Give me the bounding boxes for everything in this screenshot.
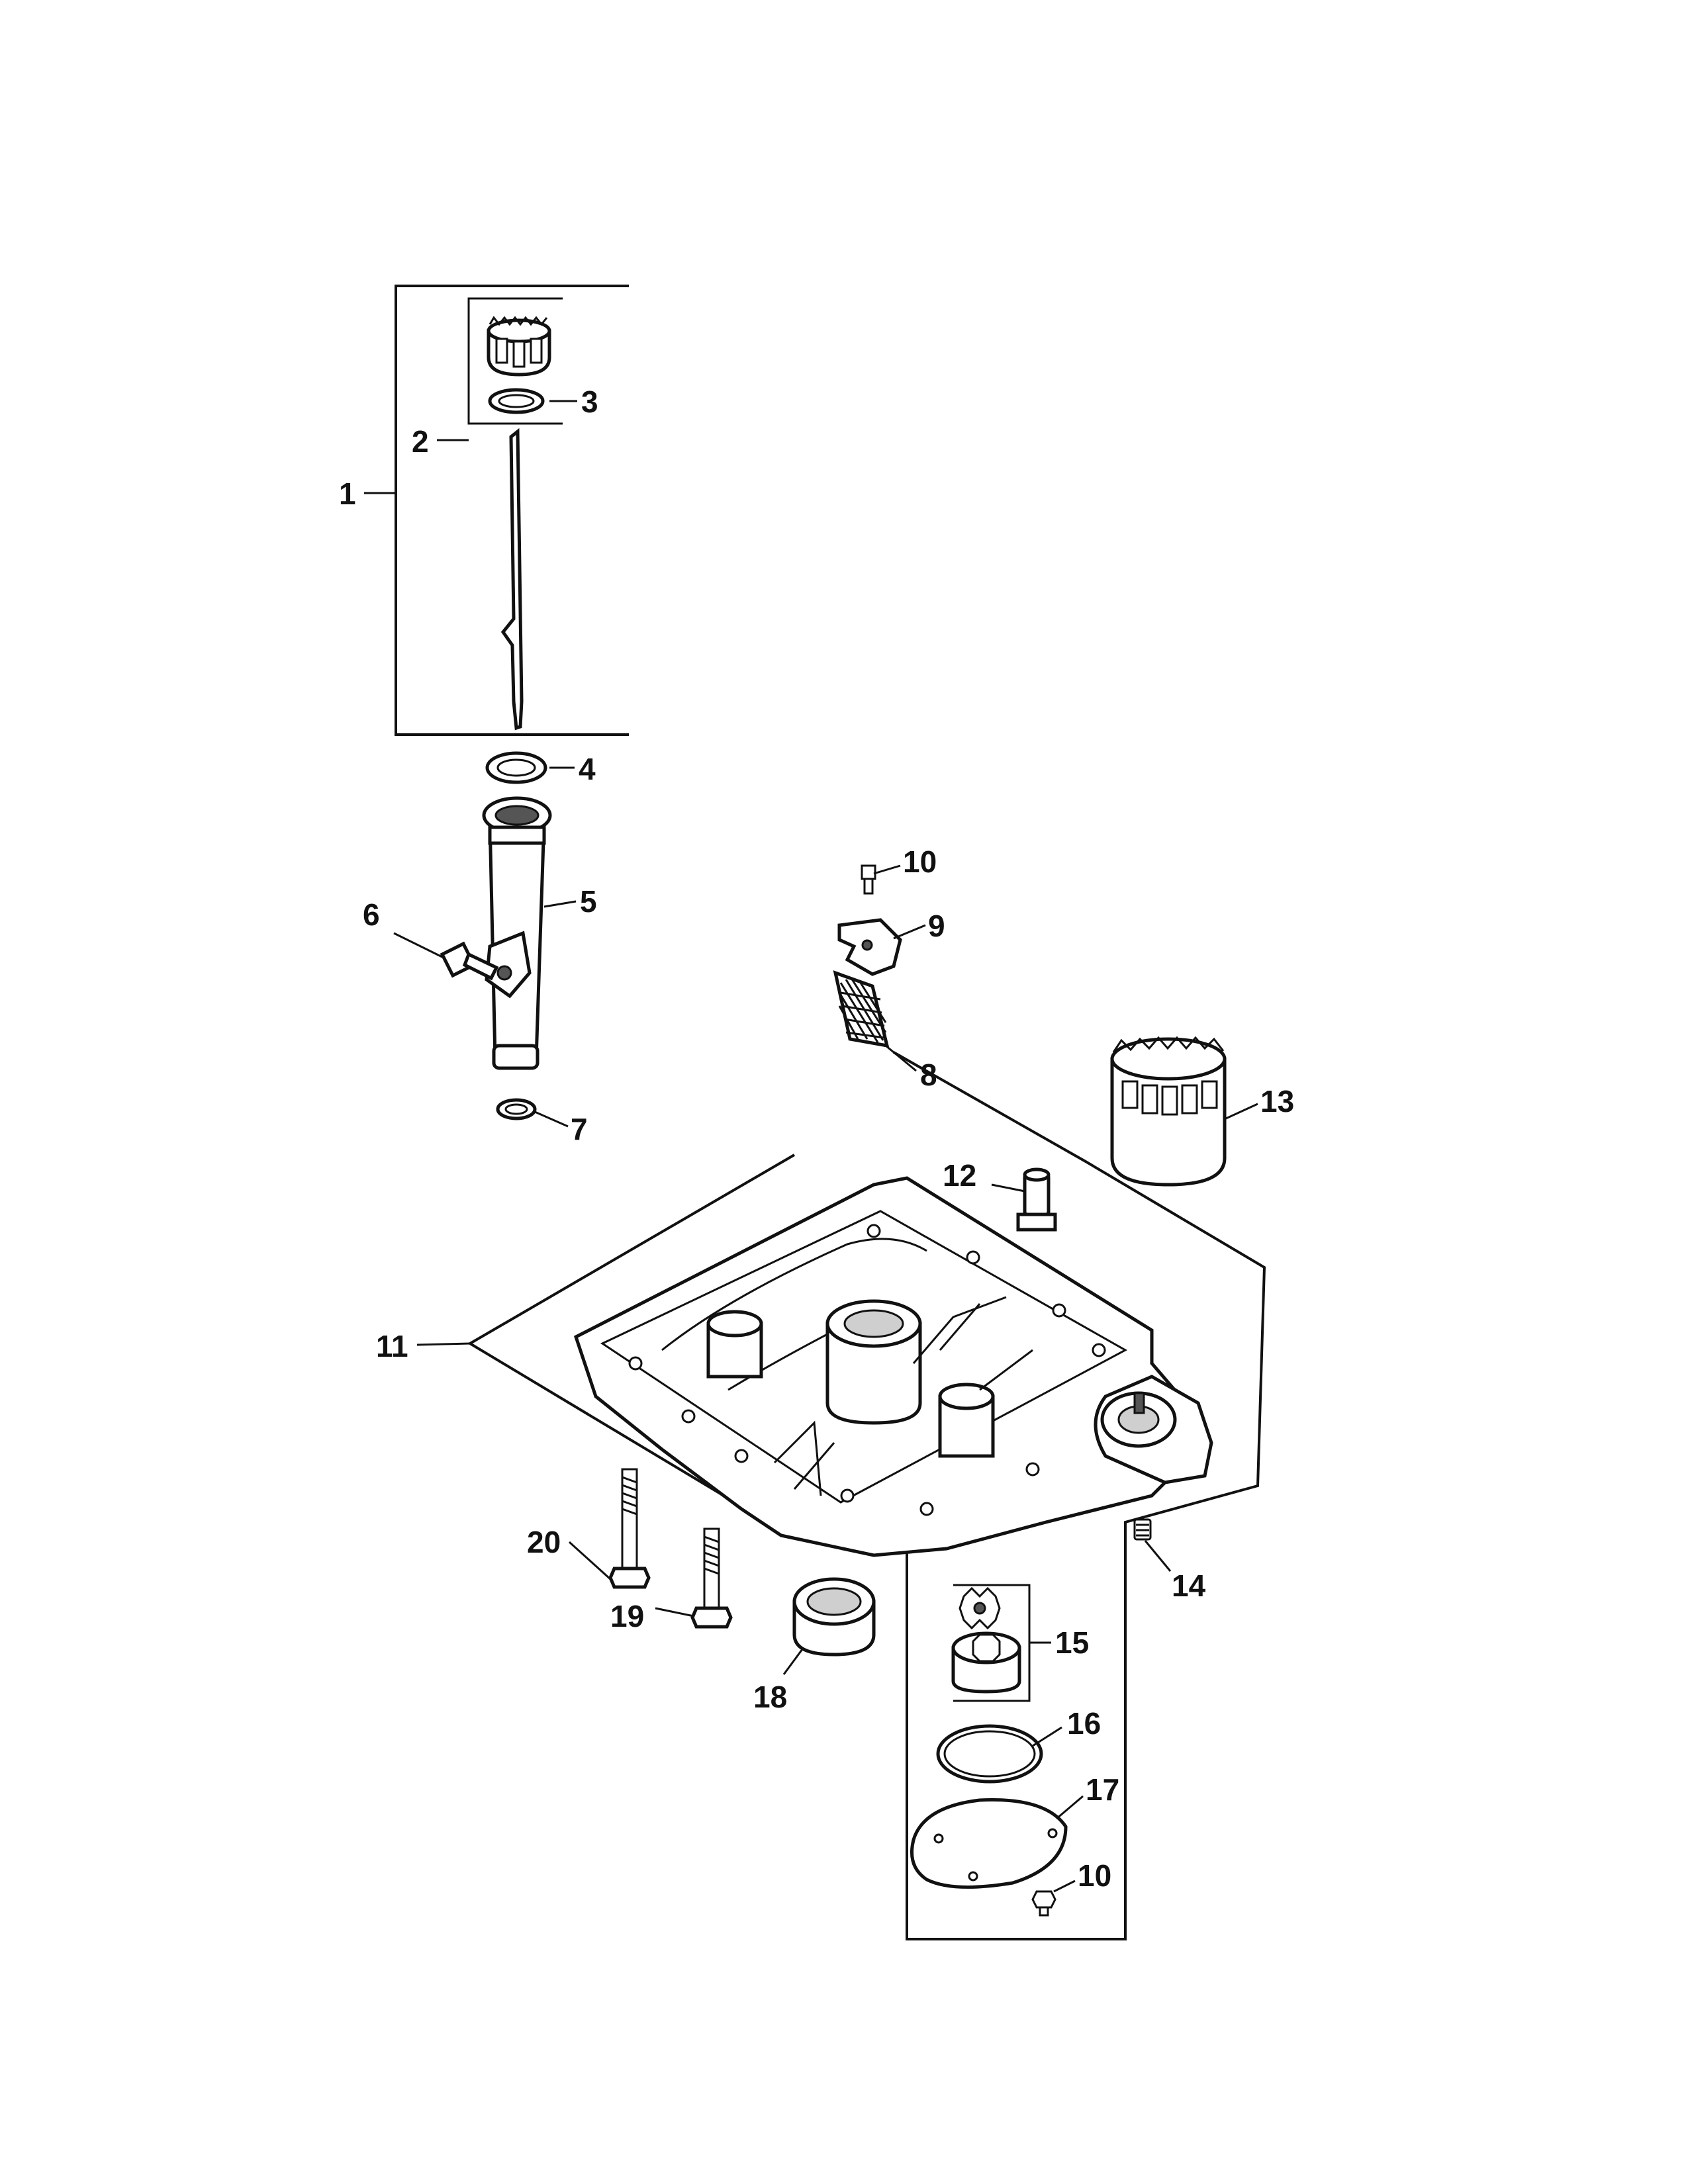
- callout-11: 11: [376, 1329, 408, 1363]
- dipstick-tube-part: [482, 796, 552, 1070]
- dipstick-cap-part: [487, 316, 551, 377]
- callout-10-top: 10: [903, 844, 937, 879]
- oil-pump-gear-set-part: [951, 1584, 1031, 1702]
- callout-9: 9: [928, 909, 945, 943]
- oil-filter-part: [1110, 1036, 1227, 1187]
- dipstick-rod-part: [500, 428, 524, 731]
- callout-16: 16: [1067, 1706, 1101, 1741]
- oil-pan-part: [573, 1176, 1213, 1557]
- oil-pan-group-bracket: [467, 1051, 1266, 1940]
- callout-13: 13: [1260, 1084, 1294, 1118]
- callout-7: 7: [571, 1112, 588, 1146]
- long-bolt-part: [608, 1468, 651, 1589]
- callout-12: 12: [943, 1158, 976, 1193]
- tube-seal-ring-part: [485, 751, 547, 784]
- pump-cover-screw-part: [1031, 1890, 1056, 1917]
- callout-15: 15: [1055, 1625, 1089, 1660]
- drain-plug-part: [1133, 1518, 1152, 1541]
- cap-o-ring-part: [488, 388, 545, 414]
- callout-3: 3: [581, 385, 598, 419]
- tube-bolt-part: [440, 941, 499, 981]
- oil-screen-part: [833, 970, 890, 1048]
- tube-o-ring-part: [496, 1098, 537, 1120]
- short-bolt-part: [690, 1527, 733, 1629]
- screen-cover-screw-part: [861, 864, 876, 895]
- callout-2: 2: [412, 424, 429, 459]
- callout-labels: 1 2 3 4 5 6 7 8 9 10 11 12 13 14 15 16 1…: [339, 385, 1294, 1893]
- callout-5: 5: [580, 884, 597, 919]
- oil-seal-part: [792, 1577, 876, 1657]
- dipstick-assembly-bracket: [395, 285, 629, 736]
- callout-6: 6: [363, 897, 380, 932]
- pump-cover-part: [910, 1798, 1068, 1889]
- callout-17: 17: [1086, 1772, 1119, 1807]
- screen-cover-part: [837, 918, 902, 976]
- callout-20: 20: [527, 1525, 561, 1559]
- callout-18: 18: [753, 1680, 787, 1714]
- callout-8: 8: [920, 1058, 937, 1092]
- oil-fitting-part: [1016, 1167, 1057, 1232]
- leader-lines: [364, 400, 1258, 1893]
- pump-cover-o-ring-part: [936, 1724, 1043, 1784]
- callout-1: 1: [339, 477, 356, 511]
- callout-4: 4: [579, 752, 596, 786]
- callout-10-bottom: 10: [1078, 1858, 1111, 1893]
- callout-14: 14: [1172, 1569, 1206, 1603]
- callout-19: 19: [610, 1599, 644, 1633]
